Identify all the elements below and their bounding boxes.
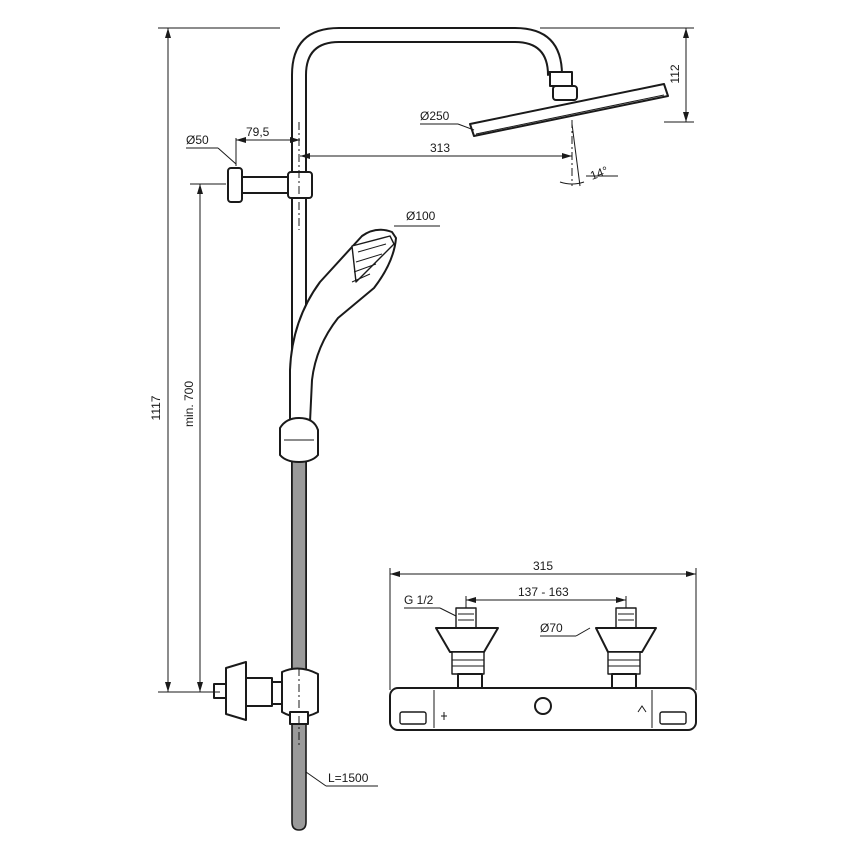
slider-holder	[279, 417, 319, 463]
upper-flange	[227, 167, 243, 203]
head-plate	[469, 83, 669, 137]
dimension-labels: 1117 min. 700 112 Ø50 79,5 313 Ø250 14° …	[149, 64, 682, 785]
mixer-outlet	[534, 697, 552, 715]
tilt-angle-label: 14°	[588, 163, 610, 182]
min-height-label: min. 700	[182, 381, 196, 427]
escutcheon-diameter-label: Ø70	[540, 621, 563, 635]
inlet-spacing-label: 137 - 163	[518, 585, 569, 599]
total-height-label: 1117	[149, 395, 163, 420]
upper-bracket-collar	[287, 171, 313, 199]
wall-offset-label: 79,5	[246, 125, 270, 139]
lower-collar	[281, 667, 319, 718]
hose	[291, 439, 307, 831]
hand-shower-body	[289, 228, 397, 423]
arm-reach-label: 313	[430, 141, 450, 155]
hose-length-label: L=1500	[328, 771, 369, 785]
right-handle-grip	[659, 711, 687, 725]
left-handle-grip	[399, 711, 427, 725]
head-diameter-label: Ø250	[420, 109, 450, 123]
dimension-lines	[158, 27, 694, 787]
upper-wall-bracket	[227, 167, 313, 203]
head-height-label: 112	[668, 64, 682, 83]
thermostatic-mixer	[389, 568, 697, 731]
hose-tube	[291, 439, 307, 831]
left-escutcheon	[435, 627, 499, 653]
overhead-shower	[469, 71, 669, 137]
right-hex-nut	[607, 651, 641, 675]
head-swivel-nut	[549, 71, 573, 87]
left-hex-nut	[451, 651, 485, 675]
lower-nipple	[213, 683, 227, 699]
head-ball-joint	[552, 85, 578, 101]
lower-connection	[213, 661, 319, 725]
lower-escutcheon	[225, 661, 247, 721]
upper-bracket-arm	[241, 176, 295, 194]
lower-union	[245, 677, 273, 707]
inlet-thread-label: G 1/2	[404, 593, 434, 607]
hand-shower-diameter-label: Ø100	[406, 209, 436, 223]
wall-flange-diameter-label: Ø50	[186, 133, 209, 147]
hand-shower	[289, 228, 397, 423]
mixer-width-label: 315	[533, 559, 553, 573]
right-escutcheon	[595, 627, 657, 653]
